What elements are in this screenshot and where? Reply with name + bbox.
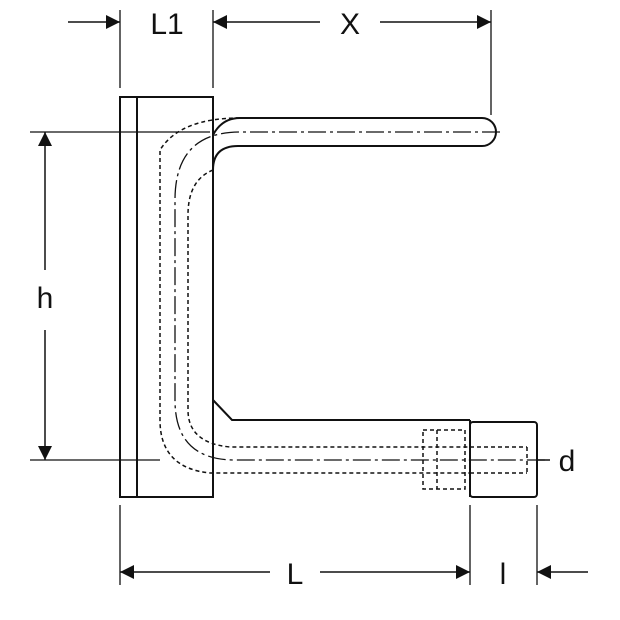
label-x: X [340,8,360,41]
centerline-pipe [174,131,545,461]
top-pipe [212,117,497,171]
label-d: d [559,445,576,478]
label-h: h [37,282,54,315]
label-l: L [287,558,304,591]
hidden-socket [422,429,466,490]
hidden-pipe-outer-wall [159,117,470,474]
label-l1: L1 [150,8,183,41]
mounting-plate [119,96,214,498]
label-small-l: l [500,558,507,591]
hidden-pipe-inner-wall [187,169,470,448]
lower-pipe-body [212,399,470,421]
